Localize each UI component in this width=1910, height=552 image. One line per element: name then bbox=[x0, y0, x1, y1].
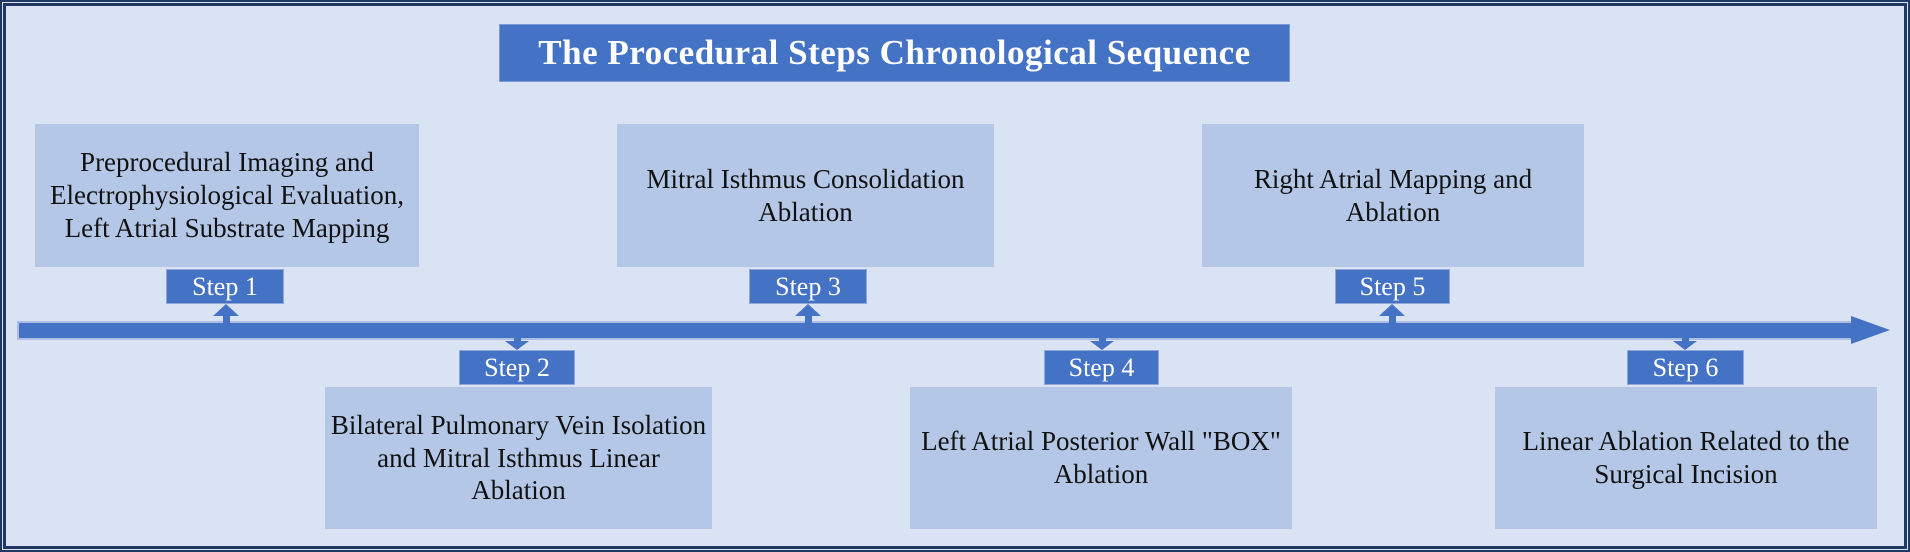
arrow-stem bbox=[804, 316, 812, 323]
up-arrow-icon bbox=[213, 304, 239, 323]
diagram-title: The Procedural Steps Chronological Seque… bbox=[499, 24, 1290, 82]
up-arrow-icon bbox=[1379, 304, 1405, 323]
step-1-badge-label: Step 1 bbox=[192, 271, 258, 301]
down-arrow-icon bbox=[504, 338, 530, 350]
step-3-description-box: Mitral Isthmus Consolidation Ablation bbox=[617, 124, 994, 267]
timeline-bar bbox=[19, 323, 1852, 338]
step-4-badge: Step 4 bbox=[1044, 350, 1159, 385]
up-arrowhead bbox=[795, 304, 821, 316]
down-arrowhead bbox=[1673, 341, 1697, 350]
down-arrowhead bbox=[505, 341, 529, 350]
up-arrow-icon bbox=[795, 304, 821, 323]
step-1-description-box: Preprocedural Imaging and Electrophysiol… bbox=[35, 124, 419, 267]
step-5-description-box: Right Atrial Mapping and Ablation bbox=[1202, 124, 1584, 267]
step-2-description-text: Bilateral Pulmonary Vein Isolation and M… bbox=[330, 409, 707, 506]
down-arrow-icon bbox=[1672, 338, 1698, 350]
arrow-stem bbox=[513, 338, 521, 341]
step-2-description-box: Bilateral Pulmonary Vein Isolation and M… bbox=[325, 387, 712, 529]
step-6-badge-label: Step 6 bbox=[1652, 352, 1719, 382]
step-2-badge-label: Step 2 bbox=[484, 352, 550, 382]
step-6-description-box: Linear Ablation Related to the Surgical … bbox=[1495, 387, 1877, 529]
arrow-stem bbox=[222, 316, 230, 323]
step-5-description-text: Right Atrial Mapping and Ablation bbox=[1253, 163, 1533, 227]
step-6-badge: Step 6 bbox=[1627, 350, 1744, 385]
step-6-description-text: Linear Ablation Related to the Surgical … bbox=[1522, 426, 1850, 489]
diagram-title-text: The Procedural Steps Chronological Seque… bbox=[538, 33, 1251, 72]
step-4-description-text: Left Atrial Posterior Wall "BOX" Ablatio… bbox=[921, 426, 1281, 489]
step-3-badge: Step 3 bbox=[749, 269, 867, 304]
step-5-badge-label: Step 5 bbox=[1359, 271, 1426, 301]
step-5-badge: Step 5 bbox=[1335, 269, 1450, 304]
arrow-stem bbox=[1098, 338, 1106, 341]
step-4-description-box: Left Atrial Posterior Wall "BOX" Ablatio… bbox=[910, 387, 1292, 529]
down-arrowhead bbox=[1090, 341, 1114, 350]
step-1-badge: Step 1 bbox=[166, 269, 284, 304]
step-1-description-text: Preprocedural Imaging and Electrophysiol… bbox=[50, 147, 404, 243]
step-4-badge-label: Step 4 bbox=[1068, 352, 1135, 382]
step-3-description-text: Mitral Isthmus Consolidation Ablation bbox=[646, 163, 965, 227]
step-2-badge: Step 2 bbox=[459, 350, 575, 385]
arrow-stem bbox=[1388, 316, 1396, 323]
step-3-badge-label: Step 3 bbox=[775, 271, 841, 301]
down-arrow-icon bbox=[1089, 338, 1115, 350]
up-arrowhead bbox=[213, 304, 239, 316]
arrow-stem bbox=[1681, 338, 1689, 341]
timeline-arrowhead-icon bbox=[1851, 316, 1890, 344]
up-arrowhead bbox=[1379, 304, 1405, 316]
